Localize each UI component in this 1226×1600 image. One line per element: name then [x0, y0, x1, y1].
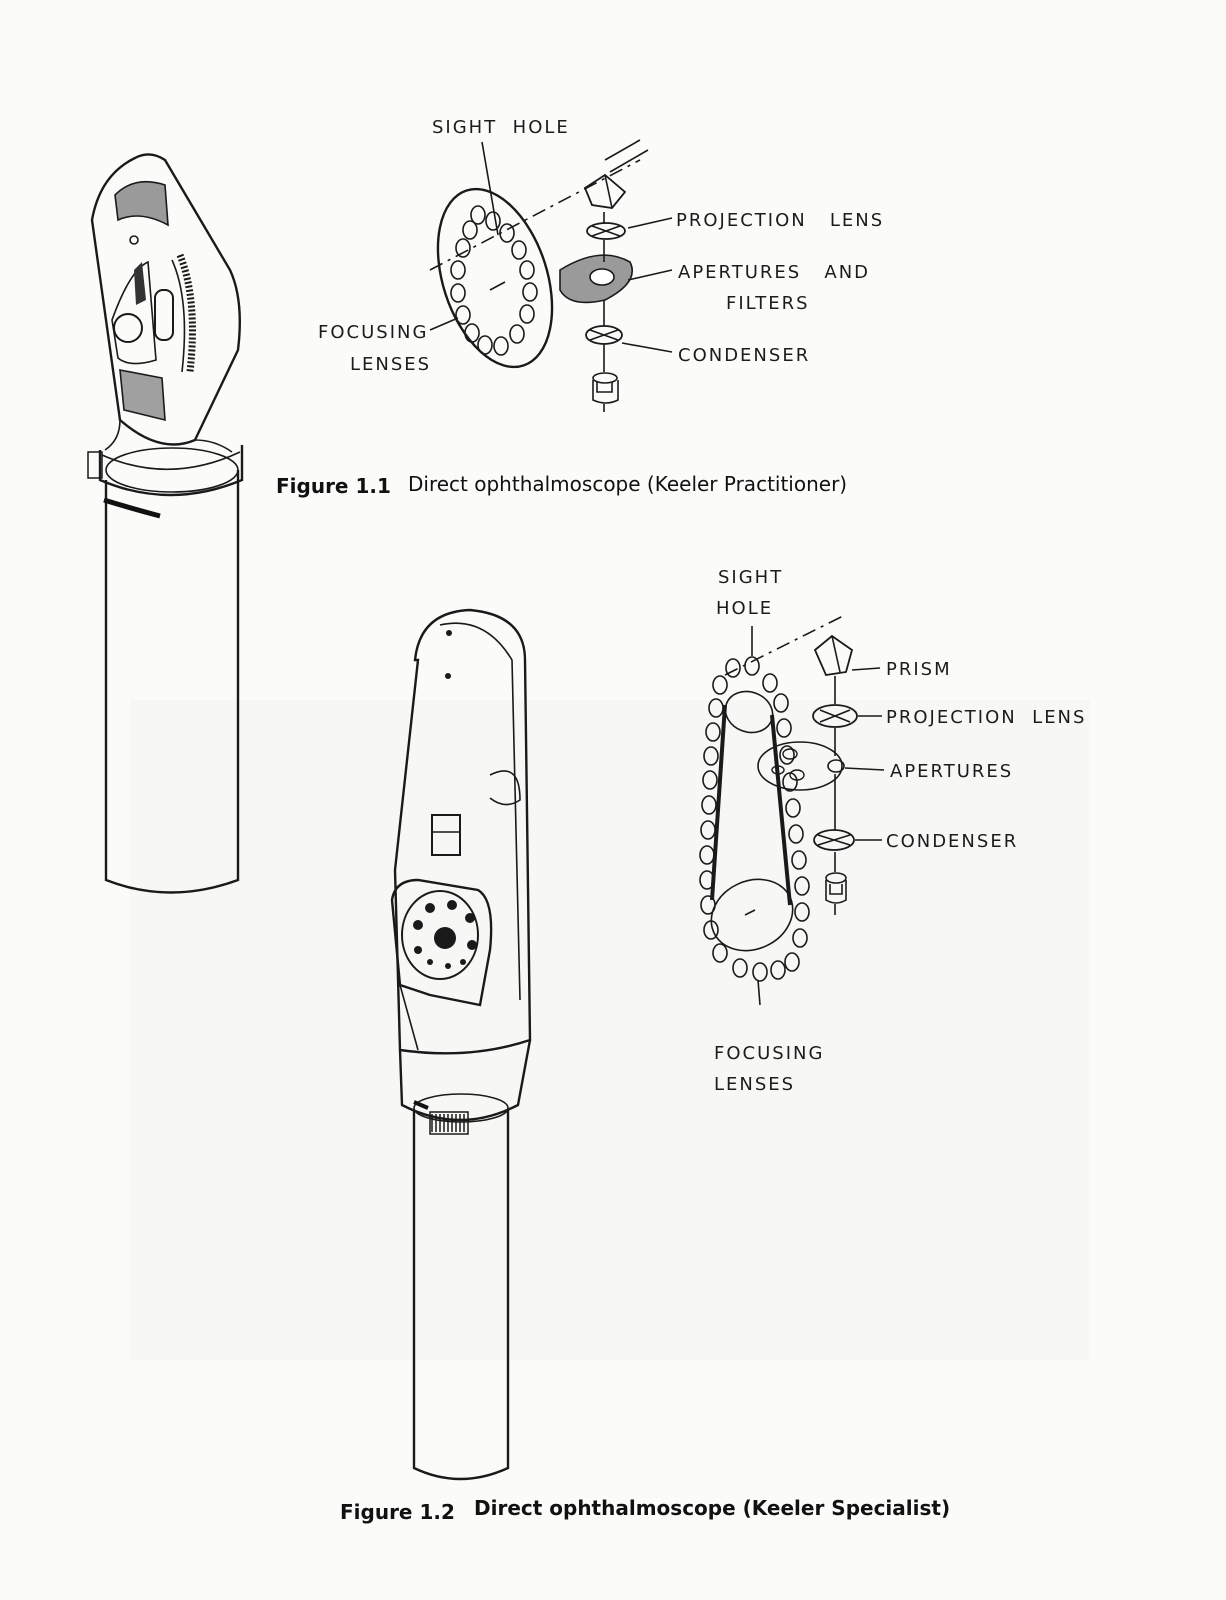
specialist-ophthalmoscope-drawing — [390, 608, 532, 1481]
focusing-lens-belt — [699, 656, 810, 982]
bleed-through-text — [130, 700, 1090, 1360]
practitioner-ophthalmoscope-drawing — [87, 153, 244, 894]
label-focusing: FOCUSING — [318, 322, 428, 343]
label-apertures-and: APERTURES AND — [678, 262, 870, 283]
label-projection-lens: PROJECTION LENS — [676, 210, 884, 231]
figure-1-2-number: Figure 1.2 — [340, 1500, 455, 1524]
focusing-lens-ring — [450, 205, 538, 356]
label-condenser-2: CONDENSER — [886, 831, 1018, 852]
label-sight: SIGHT — [718, 567, 783, 588]
label-lenses: LENSES — [350, 354, 431, 375]
label-focusing-2: FOCUSING — [714, 1043, 824, 1064]
figure-1-1-schematic: SIGHT HOLE PROJECTION LENS APERTURES AND… — [318, 117, 884, 412]
label-apertures-2: APERTURES — [890, 761, 1013, 782]
figure-1-2-caption-text: Direct ophthalmoscope (Keeler Specialist… — [474, 1496, 950, 1520]
label-prism: PRISM — [886, 659, 952, 680]
figure-1-1-caption-text: Direct ophthalmoscope (Keeler Practition… — [408, 472, 847, 496]
label-condenser: CONDENSER — [678, 345, 810, 366]
label-filters-line: FILTERS — [726, 293, 810, 314]
label-sight-hole: SIGHT HOLE — [432, 117, 570, 138]
figure-1-2-caption: Figure 1.2 Direct ophthalmoscope (Keeler… — [340, 1496, 950, 1524]
figure-1-2-schematic: SIGHT HOLE PRISM PROJECTION LENS APERTUR… — [699, 567, 1086, 1095]
label-projection-lens-2: PROJECTION LENS — [886, 707, 1086, 728]
figure-1-1-number: Figure 1.1 — [276, 474, 391, 498]
label-lenses-2: LENSES — [714, 1074, 795, 1095]
figure-1-1-caption: Figure 1.1 Direct ophthalmoscope (Keeler… — [276, 472, 847, 498]
label-hole: HOLE — [716, 598, 773, 619]
